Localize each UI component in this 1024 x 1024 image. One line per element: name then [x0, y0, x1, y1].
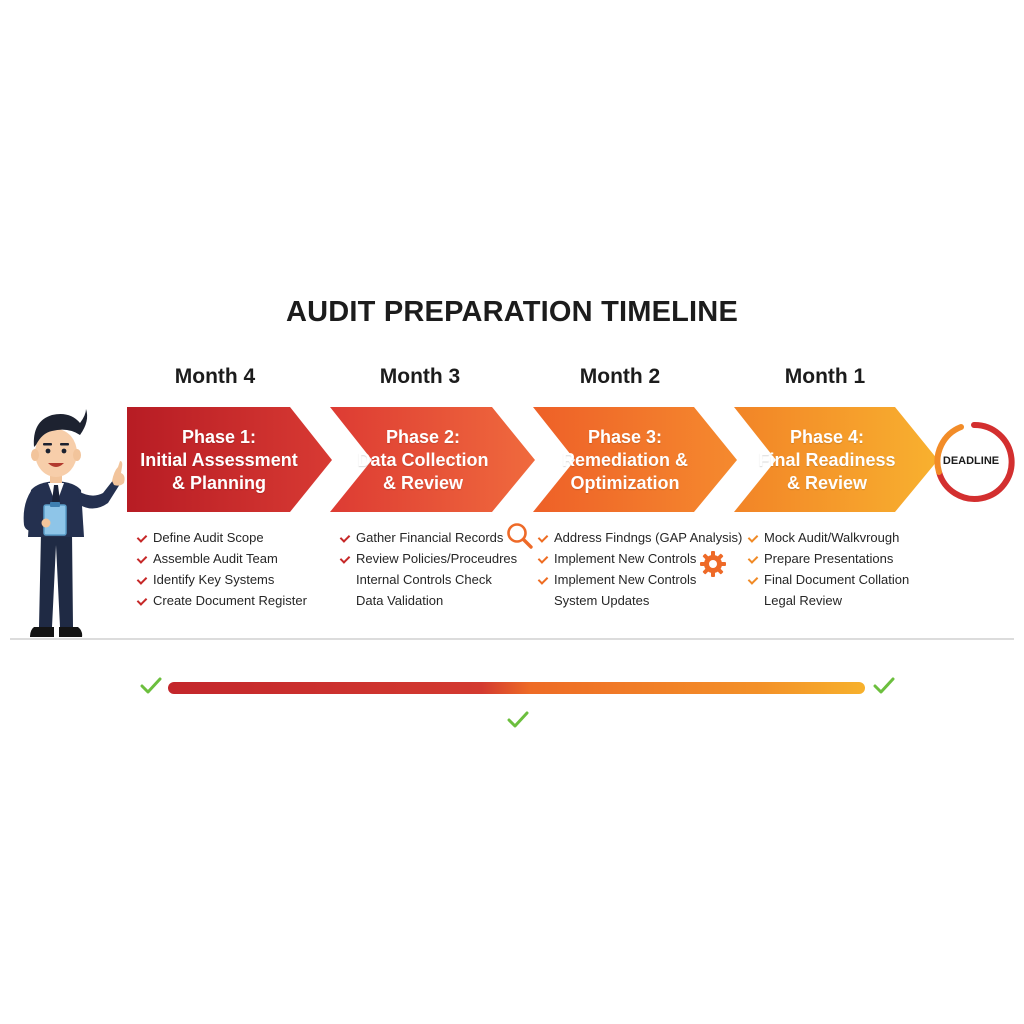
check-icon [140, 677, 162, 694]
phase-2-title: Phase 2:Data Collection& Review [357, 427, 489, 493]
month-label-phase-4: Month 1 [784, 365, 866, 388]
phase-2-task-list: Gather Financial Records Review Policies… [340, 527, 517, 611]
phase-1-task-list: Define Audit Scope Assemble Audit Team I… [137, 527, 307, 611]
list-item: Review Policies/Proceudres [340, 548, 517, 569]
list-item: Assemble Audit Team [137, 548, 307, 569]
phase-1-title: Phase 1:Initial Assessment& Planning [140, 427, 298, 493]
phase-2-chevron [330, 407, 535, 512]
list-item: Mock Audit/Walkvrough [748, 527, 909, 548]
month-label-phase-3: Month 2 [579, 365, 661, 388]
phase-3-title: Phase 3:Remediation &Optimization [561, 427, 689, 493]
list-item: Address Findngs (GAP Analysis) [538, 527, 742, 548]
businessman-illustration [23, 409, 125, 637]
deadline-ring [934, 421, 1015, 502]
phase-4-title: Phase 4:Final Readiness& Review [758, 427, 896, 493]
page-title: AUDIT PREPARATION TIMELINE [285, 296, 738, 328]
magnifier-icon [507, 523, 533, 549]
list-item: Legal Review [764, 593, 843, 608]
phase-3-task-list: Address Findngs (GAP Analysis) Implement… [538, 527, 742, 611]
ground-line [10, 638, 1014, 640]
list-item: Define Audit Scope [137, 527, 307, 548]
list-item: Gather Financial Records [340, 527, 517, 548]
list-item: Create Document Register [137, 590, 307, 611]
check-icon [507, 711, 529, 728]
month-label-phase-2: Month 3 [379, 365, 461, 388]
list-item: Final Document Collation [748, 569, 909, 590]
list-item: System Updates [554, 593, 650, 608]
timeline-progress-bar [168, 682, 865, 694]
phase-4-task-list: Mock Audit/Walkvrough Prepare Presentati… [748, 527, 909, 611]
list-item: Implement New Controls [538, 569, 742, 590]
list-item: Prepare Presentations [748, 548, 909, 569]
phase-4-chevron [734, 407, 938, 512]
month-label-phase-1: Month 4 [174, 365, 256, 388]
check-icon [873, 677, 895, 694]
list-item: Internal Controls Check [356, 572, 492, 587]
deadline-label: DEADLINE [942, 455, 1000, 467]
phase-1-chevron [127, 407, 332, 512]
list-item: Data Validation [356, 593, 444, 608]
gear-icon [700, 551, 726, 577]
list-item: Implement New Controls [538, 548, 742, 569]
phase-3-chevron [533, 407, 737, 512]
list-item: Identify Key Systems [137, 569, 307, 590]
